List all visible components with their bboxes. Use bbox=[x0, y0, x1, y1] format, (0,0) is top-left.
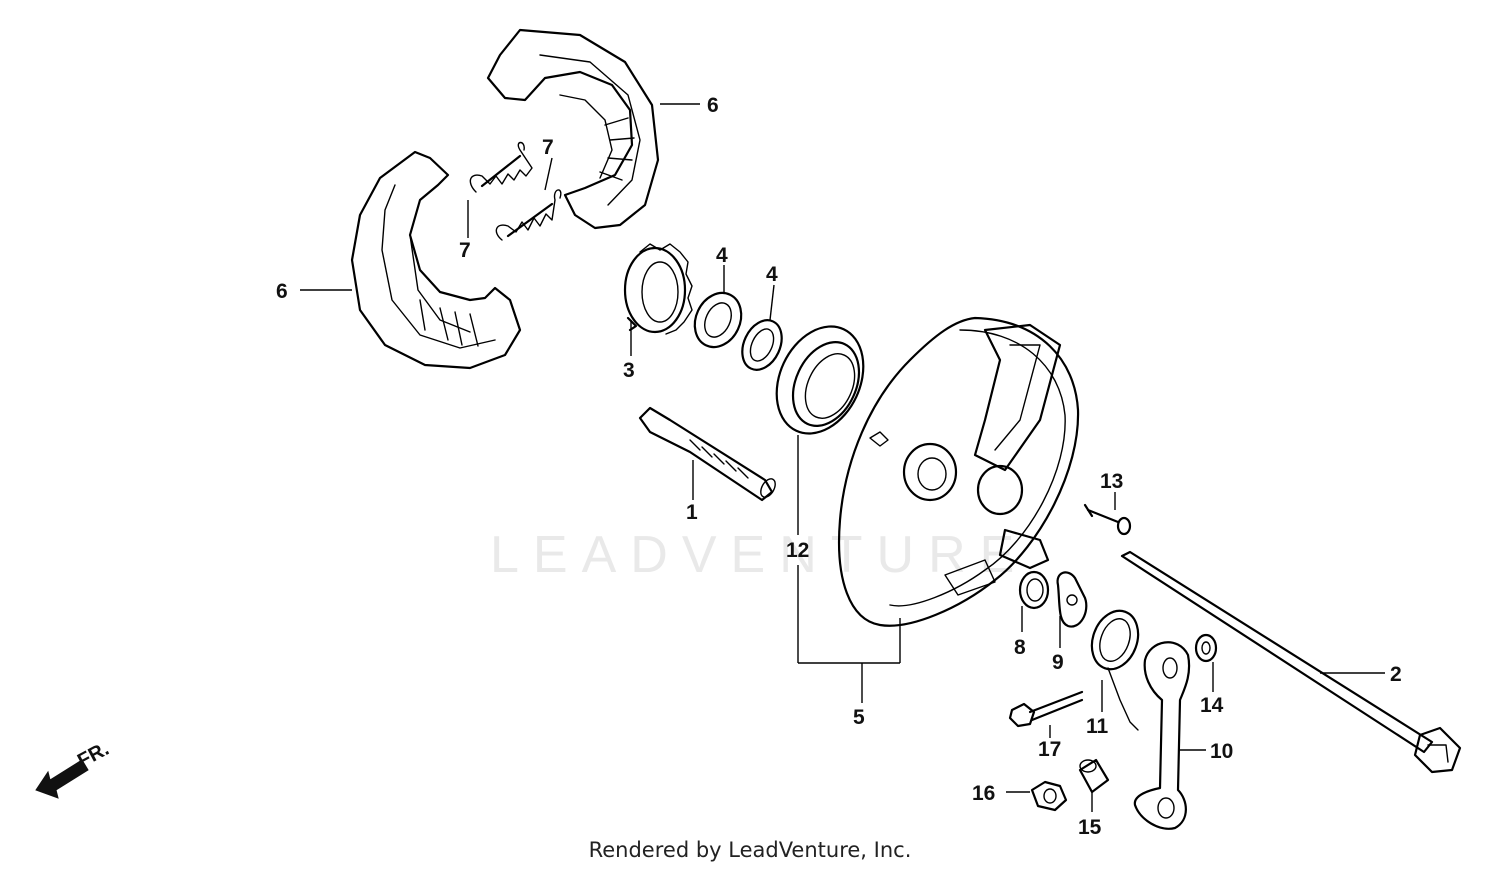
brake-cam-shaft bbox=[638, 406, 776, 502]
front-direction-arrow: FR. bbox=[35, 738, 113, 799]
washer-14 bbox=[1194, 633, 1218, 663]
callout-12: 12 bbox=[786, 539, 809, 562]
watermark: LEADVENTURE bbox=[490, 526, 1028, 584]
callout-4-second: 4 bbox=[766, 263, 778, 286]
callout-1: 1 bbox=[686, 501, 698, 524]
spring-upper bbox=[469, 141, 533, 193]
return-spring-11 bbox=[1090, 609, 1140, 731]
nut-16 bbox=[1030, 780, 1068, 812]
callout-15: 15 bbox=[1078, 816, 1102, 839]
callout-labels: 6 6 7 7 4 4 3 1 12 5 8 9 13 2 14 10 11 1… bbox=[276, 94, 1402, 839]
washer-2 bbox=[741, 319, 783, 371]
callout-11: 11 bbox=[1086, 715, 1109, 738]
brake-panel bbox=[838, 316, 1080, 627]
callout-13: 13 bbox=[1100, 470, 1123, 493]
callout-4-first: 4 bbox=[716, 244, 728, 267]
oil-seal bbox=[775, 325, 865, 435]
callout-9: 9 bbox=[1052, 651, 1064, 674]
brake-shoe-left bbox=[350, 150, 522, 370]
spring-lower bbox=[495, 189, 562, 241]
bolt-17 bbox=[1008, 690, 1084, 728]
washer-8 bbox=[1018, 570, 1050, 610]
callout-7-right: 7 bbox=[542, 136, 554, 159]
bolt-13 bbox=[1083, 503, 1132, 536]
brake-arm-10 bbox=[1133, 641, 1191, 830]
callout-6-left: 6 bbox=[276, 280, 288, 303]
callout-5: 5 bbox=[853, 706, 865, 729]
washer-1 bbox=[693, 291, 743, 349]
footer-credit: Rendered by LeadVenture, Inc. bbox=[588, 838, 912, 862]
axle-bolt bbox=[1120, 550, 1462, 774]
wear-indicator-9 bbox=[1056, 571, 1088, 628]
callout-14: 14 bbox=[1200, 694, 1224, 717]
callout-2: 2 bbox=[1390, 663, 1402, 686]
callout-8: 8 bbox=[1014, 636, 1026, 659]
callout-7-left: 7 bbox=[459, 239, 471, 262]
callout-17: 17 bbox=[1038, 738, 1061, 761]
brake-cam-gear bbox=[623, 243, 693, 335]
callout-3: 3 bbox=[623, 359, 635, 382]
brake-shoe-right bbox=[486, 28, 660, 230]
callout-16: 16 bbox=[972, 782, 995, 805]
callout-6-right: 6 bbox=[707, 94, 719, 117]
collar-15 bbox=[1078, 758, 1110, 794]
leader-lines bbox=[300, 103, 1385, 812]
callout-10: 10 bbox=[1210, 740, 1233, 763]
